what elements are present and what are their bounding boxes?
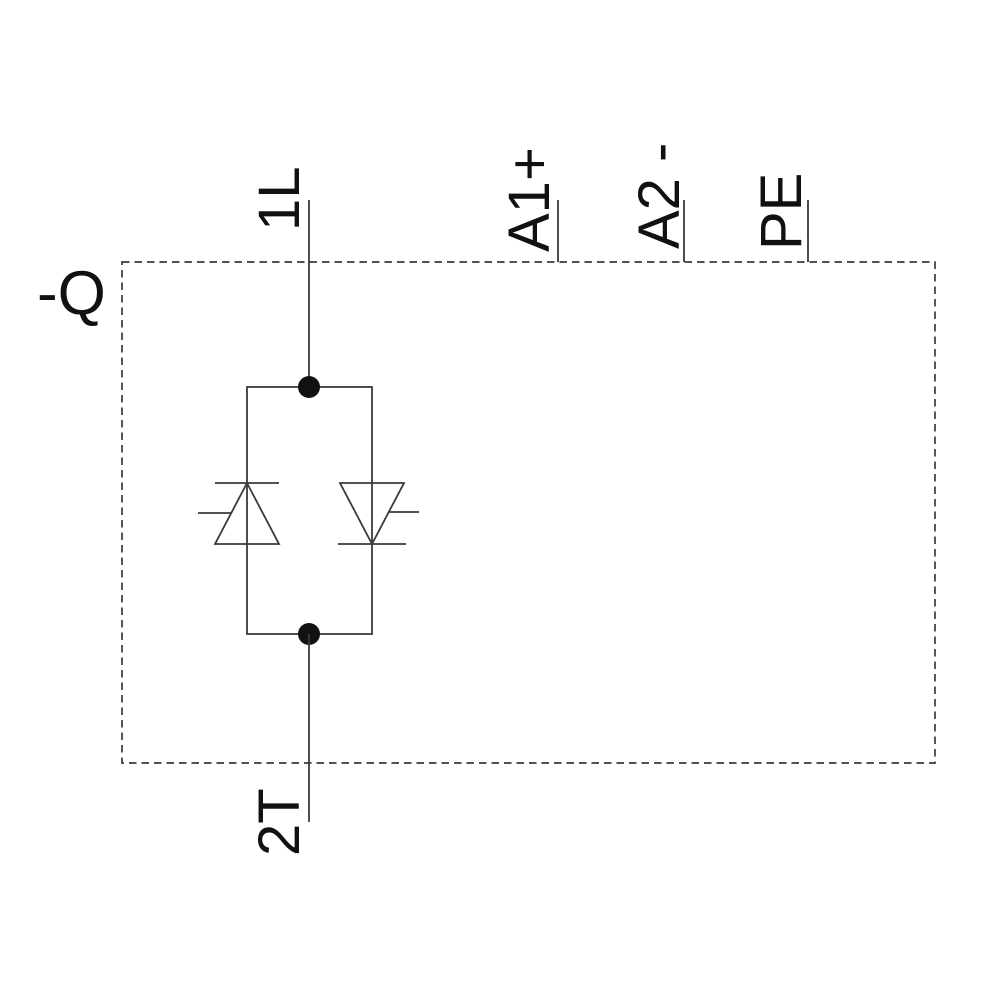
thyristor-up-icon	[198, 481, 281, 545]
thyristor-down-icon	[338, 482, 419, 546]
device-boundary-outline	[121, 261, 936, 764]
terminal-label-PE: PE	[749, 173, 814, 250]
terminal-label-2T: 2T	[247, 788, 312, 856]
connection-node-top	[298, 376, 320, 398]
terminal-label-1L: 1L	[247, 166, 312, 231]
thyristor-block-outline	[246, 386, 373, 635]
thyristor-down-triangle	[338, 482, 406, 546]
device-designation-label: -Q	[37, 259, 106, 328]
terminal-label-A1-plus: A1+	[497, 147, 562, 252]
terminal-label-A2-minus: A2 -	[627, 143, 692, 249]
